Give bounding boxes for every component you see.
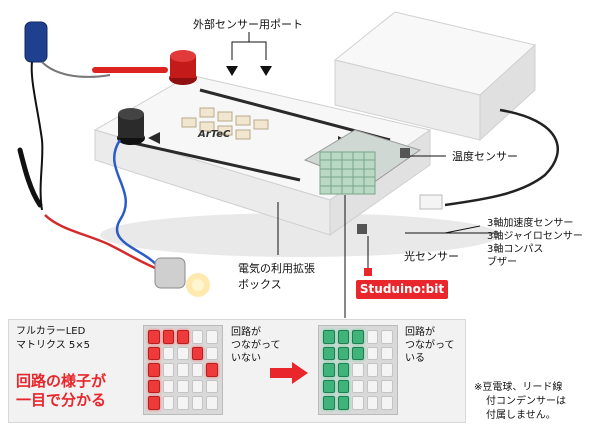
led-cell-lit xyxy=(337,346,350,361)
gyro-label: 3軸ジャイロセンサー xyxy=(487,231,583,242)
led-cell-lit xyxy=(148,330,160,344)
led-cell-lit xyxy=(323,379,335,394)
red-coil-lead xyxy=(44,214,161,272)
led-cell xyxy=(191,396,204,410)
led-matrix-on xyxy=(318,325,398,415)
led-cell xyxy=(206,379,218,394)
led-cell-lit xyxy=(352,330,364,344)
led-cell xyxy=(206,330,218,344)
box-label-line1: 電気の利用拡張 xyxy=(238,262,315,275)
red-marker xyxy=(364,268,372,276)
box-shadow xyxy=(100,213,500,257)
note-line2: 付コンデンサーは xyxy=(486,396,566,407)
led-cell-lit xyxy=(148,396,160,410)
led-cell xyxy=(177,363,189,377)
led-cell-lit xyxy=(337,363,350,377)
led-cell-lit xyxy=(206,363,218,377)
led-cell-lit xyxy=(191,346,204,361)
board-led-grid xyxy=(319,151,376,195)
left-arrow-icon xyxy=(148,132,160,144)
state-on-line1: 回路が xyxy=(405,327,435,338)
led-cell-lit xyxy=(323,346,335,361)
black-terminal xyxy=(117,108,145,145)
led-cell xyxy=(162,363,175,377)
usb-plug xyxy=(419,194,443,210)
port-arrow-right-icon xyxy=(260,66,272,76)
red-arrow-icon xyxy=(270,362,308,384)
state-off-line3: いない xyxy=(231,353,261,364)
led-cell-lit xyxy=(323,363,335,377)
led-cell-lit xyxy=(177,330,189,344)
led-cell xyxy=(366,363,379,377)
led-cell-lit xyxy=(323,396,335,410)
led-cell-lit xyxy=(148,379,160,394)
leader-lines xyxy=(231,32,500,318)
led-cell xyxy=(177,396,189,410)
led-cell-lit xyxy=(337,330,350,344)
temp-sensor-chip xyxy=(400,148,410,158)
state-on-line3: いる xyxy=(405,353,425,364)
light-sensor-label: 光センサー xyxy=(404,250,459,263)
led-cell xyxy=(366,330,379,344)
state-off-line1: 回路が xyxy=(231,327,261,338)
led-cell xyxy=(177,379,189,394)
led-cell xyxy=(381,330,393,344)
led-cell xyxy=(191,330,204,344)
light-sensor-chip xyxy=(357,224,367,234)
extension-box xyxy=(93,74,443,236)
led-cell xyxy=(381,346,393,361)
note-line1: ※豆電球、リード線 xyxy=(474,382,563,393)
led-cell-lit xyxy=(352,346,364,361)
black-clip xyxy=(17,147,43,208)
led-cell xyxy=(177,346,189,361)
led-cell xyxy=(381,379,393,394)
led-cell xyxy=(352,396,364,410)
led-cell xyxy=(206,346,218,361)
led-cell xyxy=(162,396,175,410)
led-matrix-off xyxy=(143,325,223,415)
led-cell xyxy=(366,379,379,394)
led-cell-lit xyxy=(337,379,350,394)
note-line3: 付属しません。 xyxy=(486,410,556,421)
led-cell xyxy=(381,363,393,377)
led-cell-lit xyxy=(162,330,175,344)
led-cell xyxy=(352,363,364,377)
led-cell-lit xyxy=(148,363,160,377)
state-off-line2: つながって xyxy=(231,340,281,351)
light-bulb xyxy=(154,257,210,297)
matrix-title-line1: フルカラーLED xyxy=(16,326,86,337)
blue-coil-lead xyxy=(113,139,162,271)
studuino-tag: Studuino:bit xyxy=(356,280,448,299)
headline-line2: 一目で分かる xyxy=(16,391,107,409)
led-cell xyxy=(162,379,175,394)
led-cell xyxy=(191,379,204,394)
led-cell xyxy=(366,346,379,361)
led-cell xyxy=(162,346,175,361)
capacitor xyxy=(24,21,111,211)
led-cell xyxy=(381,396,393,410)
accel-label: 3軸加速度センサー xyxy=(487,218,574,229)
led-cell xyxy=(366,396,379,410)
temp-sensor-label: 温度センサー xyxy=(452,150,518,163)
headline-line1: 回路の様子が xyxy=(16,372,107,390)
state-on-line2: つながって xyxy=(405,340,455,351)
led-cell-lit xyxy=(148,346,160,361)
matrix-title-line2: マトリクス 5×5 xyxy=(16,340,90,351)
battery-box xyxy=(333,11,537,142)
port-arrow-left-icon xyxy=(226,66,238,76)
external-port-label: 外部センサー用ポート xyxy=(193,18,303,31)
buzzer-label: ブザー xyxy=(487,257,517,268)
led-cell xyxy=(191,363,204,377)
led-cell-lit xyxy=(337,396,350,410)
brand-logo: ArTeC xyxy=(198,129,231,140)
led-cell xyxy=(206,396,218,410)
battery-cable xyxy=(444,108,560,207)
led-cell-lit xyxy=(323,330,335,344)
compass-label: 3軸コンパス xyxy=(487,244,544,255)
connector-grid xyxy=(181,107,269,140)
box-label-line2: ボックス xyxy=(238,278,282,291)
red-terminal xyxy=(169,50,197,85)
led-cell xyxy=(352,379,364,394)
